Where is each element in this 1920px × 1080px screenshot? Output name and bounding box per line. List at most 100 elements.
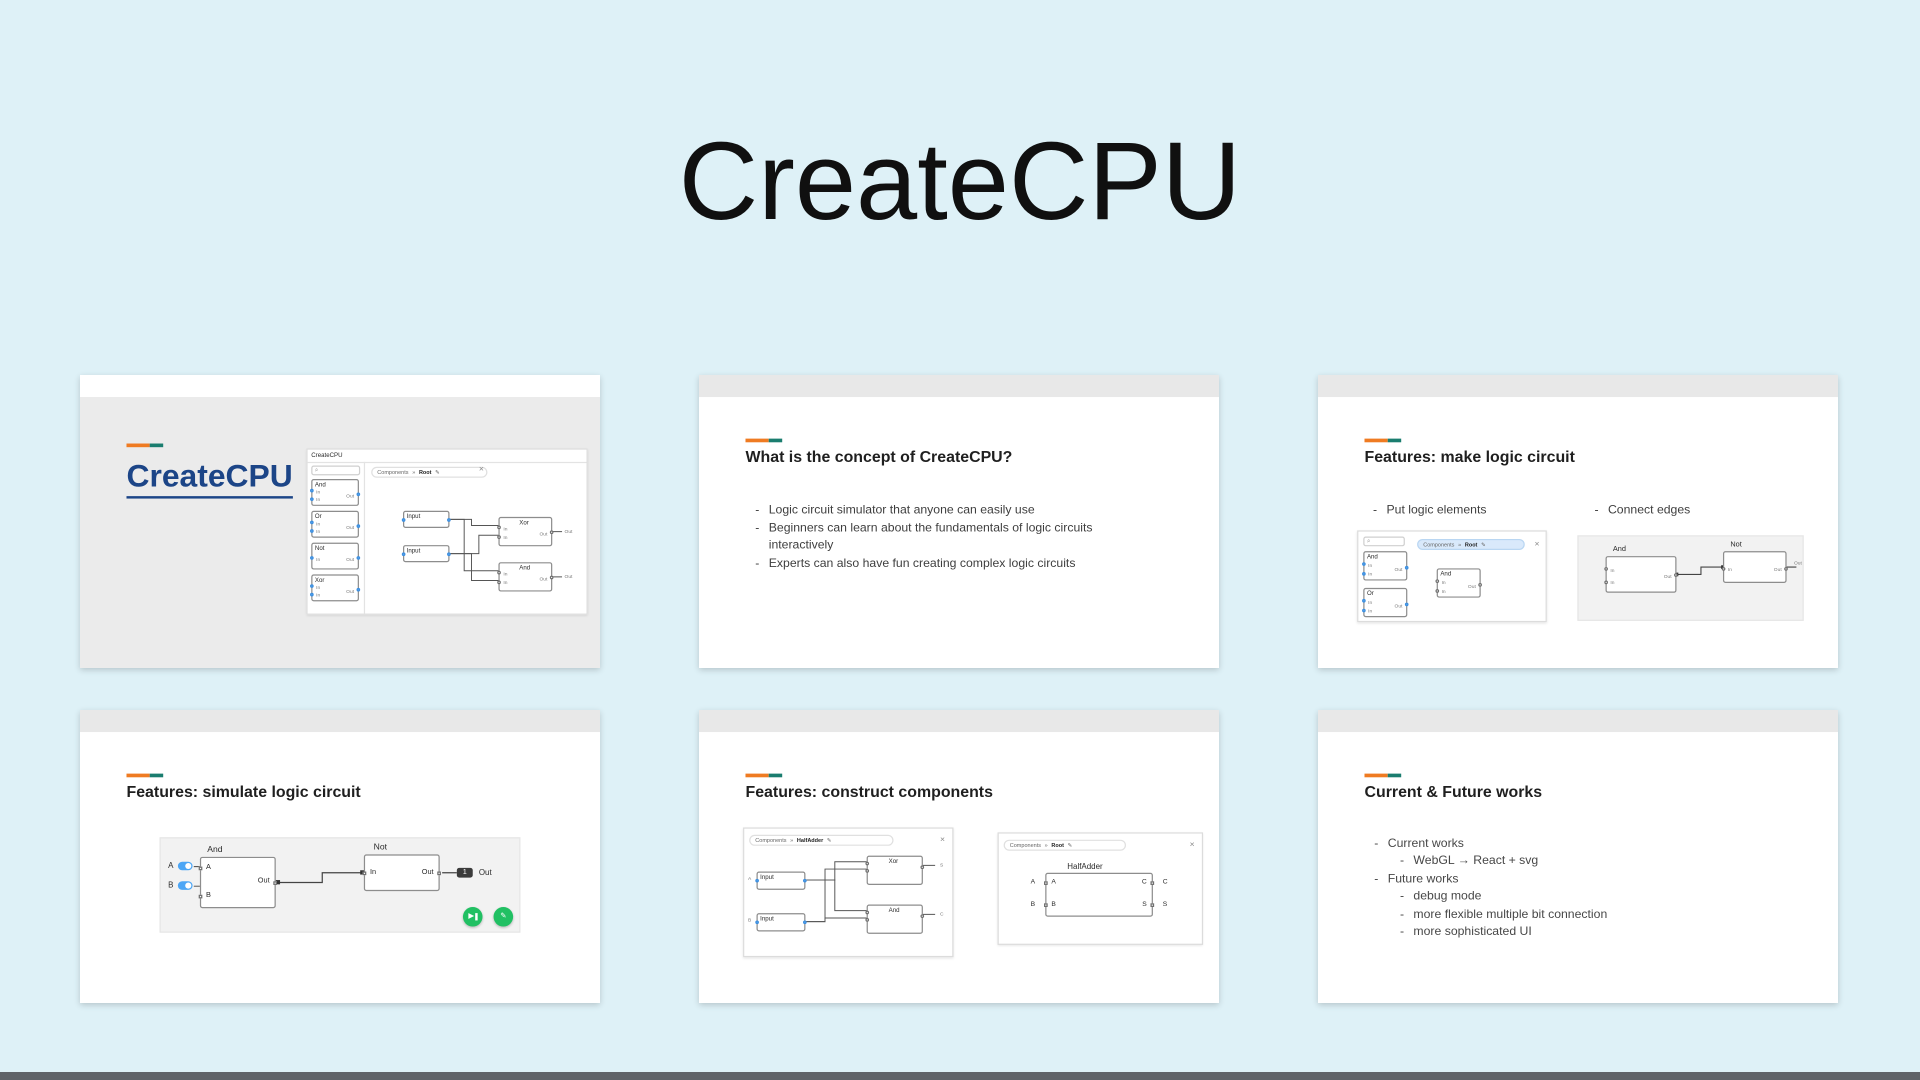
breadcrumb-components: Components bbox=[377, 469, 409, 476]
horizontal-scrollbar[interactable] bbox=[0, 1072, 1920, 1080]
port-label: In bbox=[503, 579, 508, 586]
bullet-dash bbox=[1374, 836, 1387, 854]
divider bbox=[363, 461, 366, 614]
bullet-text: debug mode bbox=[1413, 890, 1482, 904]
gate-label: Or bbox=[1366, 590, 1374, 598]
halfadder-use-screenshot: Components » Root ✎ × HalfAdder A B A B … bbox=[997, 832, 1204, 945]
port-label: In bbox=[316, 591, 321, 598]
accent-teal-segment bbox=[149, 773, 164, 778]
bullet-subitem: debug mode bbox=[1400, 889, 1607, 907]
accent-line bbox=[126, 773, 164, 778]
bullet-text: more sophisticated UI bbox=[1413, 925, 1532, 939]
slide-thumb-construct[interactable]: Features: construct components Component… bbox=[699, 710, 1219, 1003]
bullet-dash bbox=[1374, 871, 1387, 889]
slide-5-inner: Features: construct components Component… bbox=[699, 710, 1219, 1003]
port-label: In bbox=[503, 525, 508, 532]
port-label: Out bbox=[1394, 602, 1403, 609]
slide-title: Features: construct components bbox=[745, 782, 993, 801]
port-label: In bbox=[1368, 570, 1373, 577]
block-label: Xor bbox=[888, 858, 899, 866]
port-label: Out bbox=[346, 492, 355, 499]
slide-title: Current & Future works bbox=[1364, 782, 1543, 801]
port-dot bbox=[865, 861, 870, 866]
port-dot bbox=[356, 556, 361, 560]
port-dot bbox=[497, 570, 501, 575]
port-label: In bbox=[316, 520, 321, 527]
wire-layer bbox=[449, 518, 563, 582]
slide-header-band bbox=[80, 710, 600, 733]
port-label: In bbox=[503, 570, 508, 577]
component-search-input: ⌕ bbox=[1363, 536, 1405, 547]
bullet-subitem: more flexible multiple bit connection bbox=[1400, 907, 1607, 925]
bullet-item: Current works bbox=[1374, 836, 1607, 854]
gate-label: And bbox=[1366, 553, 1378, 561]
port-label: In bbox=[1610, 579, 1615, 586]
port-dot bbox=[401, 518, 406, 522]
bullet-dash bbox=[1373, 502, 1386, 520]
and-block: In In Out bbox=[1604, 556, 1678, 593]
accent-orange-segment bbox=[1364, 773, 1388, 778]
breadcrumb-bar: Components » HalfAdder ✎ bbox=[749, 834, 894, 846]
divider bbox=[307, 461, 587, 464]
bullet-list: Logic circuit simulator that anyone can … bbox=[755, 502, 1122, 573]
breadcrumb-bar: Components » Root ✎ bbox=[371, 466, 488, 478]
put-elements-screenshot: ⌕ And In In Out Or In In Out bbox=[1357, 530, 1547, 623]
port-dot bbox=[356, 524, 361, 528]
slide-thumb-simulate[interactable]: Features: simulate logic circuit And A B… bbox=[80, 710, 600, 1003]
port-dot bbox=[437, 871, 441, 876]
outer-port-label: A bbox=[747, 875, 752, 882]
and-block: A B Out bbox=[198, 856, 277, 909]
port-dot bbox=[1362, 562, 1366, 566]
port-dot bbox=[865, 869, 870, 873]
port-dot bbox=[310, 529, 314, 533]
simulation-canvas: And A B A B Out Not In Out bbox=[159, 837, 521, 933]
pencil-icon: ✎ bbox=[1481, 540, 1486, 547]
breadcrumb-halfadder: HalfAdder bbox=[796, 837, 824, 844]
app-window-title: CreateCPU bbox=[311, 452, 343, 460]
port-dot bbox=[356, 587, 361, 592]
outer-port-label: B bbox=[747, 916, 752, 923]
port-label: In bbox=[1368, 607, 1373, 614]
bullet-text: more flexible multiple bit connection bbox=[1413, 907, 1608, 922]
accent-teal-segment bbox=[149, 443, 164, 448]
port-dot bbox=[920, 865, 925, 870]
out-indicator-label: Out bbox=[564, 573, 573, 580]
chevron-icon: » bbox=[412, 469, 416, 476]
gate-label: Not bbox=[373, 843, 387, 852]
port-label: Out bbox=[1394, 565, 1403, 572]
slide-thumb-concept[interactable]: What is the concept of CreateCPU? Logic … bbox=[699, 375, 1219, 668]
close-icon: × bbox=[1534, 540, 1540, 549]
port-dot bbox=[310, 488, 314, 493]
gate-label: Xor bbox=[314, 576, 325, 585]
slide-thumb-works[interactable]: Current & Future works Current works Web… bbox=[1318, 710, 1838, 1003]
port-dot bbox=[401, 552, 406, 557]
component-search-input: ⌕ bbox=[311, 465, 361, 476]
close-icon: × bbox=[478, 465, 484, 475]
not-block: In Out bbox=[362, 854, 441, 892]
halfadder-block: A B C S bbox=[1044, 872, 1155, 917]
accent-teal-segment bbox=[1387, 438, 1402, 443]
wire-layer bbox=[193, 866, 457, 887]
port-label: Out bbox=[421, 869, 434, 877]
slide-thumb-title[interactable]: CreateCPU CreateCPU ⌕ And In In bbox=[80, 375, 600, 668]
run-icon: ▶ bbox=[468, 913, 475, 921]
bullet-item: Experts can also have fun creating compl… bbox=[755, 555, 1122, 573]
port-label: In bbox=[316, 496, 321, 503]
port-dot bbox=[1435, 579, 1440, 583]
accent-line bbox=[745, 773, 783, 778]
block-label: Input bbox=[760, 873, 774, 882]
port-label: Out bbox=[346, 524, 355, 531]
port-label: In bbox=[316, 556, 321, 563]
port-label: In bbox=[316, 527, 321, 535]
breadcrumb-bar: Components » Root ✎ bbox=[1417, 538, 1525, 550]
bullet-item: Put logic elements bbox=[1373, 502, 1569, 520]
slide-thumb-make-circuit[interactable]: Features: make logic circuit Put logic e… bbox=[1318, 375, 1838, 668]
port-dot bbox=[497, 535, 501, 539]
bullet-dash bbox=[1400, 907, 1413, 925]
port-dot bbox=[310, 584, 314, 588]
port-dot bbox=[755, 878, 759, 883]
accent-orange-segment bbox=[745, 438, 769, 443]
input-a-label: A bbox=[168, 861, 174, 871]
and-block: And bbox=[865, 904, 925, 934]
bullet-text: Logic circuit simulator that anyone can … bbox=[768, 503, 1035, 517]
